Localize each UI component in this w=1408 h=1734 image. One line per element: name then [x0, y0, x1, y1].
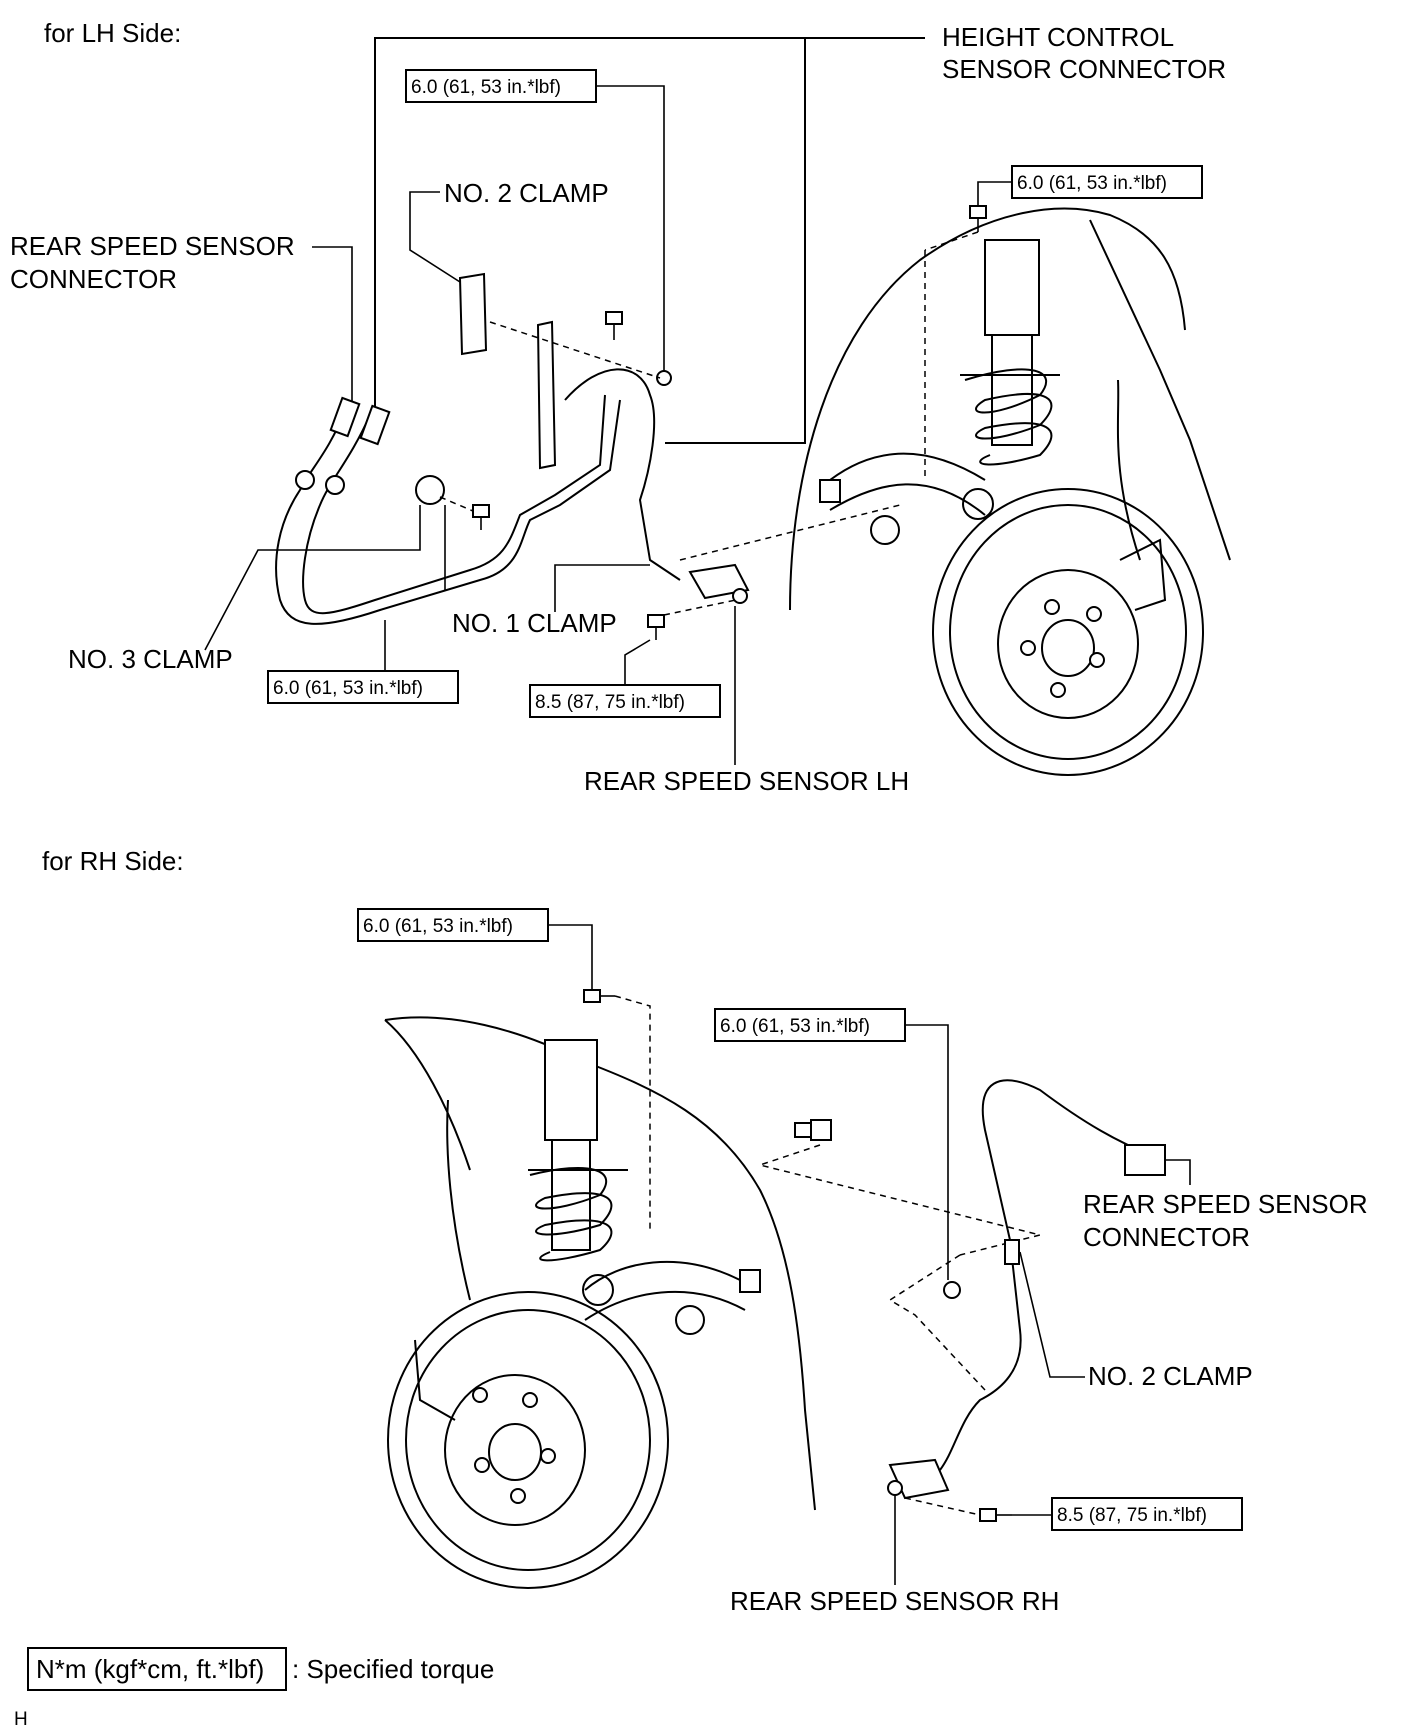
lh-bolt-strut	[969, 205, 987, 232]
lh-rear-speed-connector-label-2: CONNECTOR	[10, 264, 177, 294]
rh-torque-strut-leader	[548, 924, 593, 990]
lh-rear-speed-connector-label-1: REAR SPEED SENSOR	[10, 231, 295, 261]
lh-section-title: for LH Side:	[44, 18, 181, 48]
rh-torque-nut-leader	[905, 1024, 949, 1280]
rh-connector-leader	[1165, 1159, 1191, 1185]
lh-section: for LH Side: HEIGHT CONTROL SENSOR CONNE…	[10, 18, 1231, 796]
lh-height-control-label-1: HEIGHT CONTROL	[942, 22, 1174, 52]
lh-dash-4	[679, 504, 901, 561]
rh-nut	[943, 1281, 961, 1299]
lh-torque-strut: 6.0 (61, 53 in.*lbf)	[1017, 173, 1167, 194]
lh-torque-box-sensor	[529, 684, 721, 718]
footer-code: H	[14, 1709, 28, 1730]
rh-no2-clamp-label: NO. 2 CLAMP	[1088, 1361, 1253, 1391]
lh-no3-clamp-plate	[415, 475, 445, 505]
lh-torque-top: 6.0 (61, 53 in.*lbf)	[411, 77, 561, 98]
rh-speed-sensor-bolt-hole	[887, 1480, 903, 1496]
rh-torque-box-nut	[714, 1008, 906, 1042]
rh-bolt-bracket	[794, 1119, 832, 1141]
lh-sensor-label: REAR SPEED SENSOR LH	[584, 766, 909, 796]
rh-no2-clamp-leader	[1019, 1251, 1085, 1378]
lh-torque-strut-leader	[977, 181, 1012, 206]
rh-torque-sensor: 8.5 (87, 75 in.*lbf)	[1057, 1505, 1207, 1526]
lh-no2-clamp-part	[458, 272, 488, 356]
lh-torque-sensor: 8.5 (87, 75 in.*lbf)	[535, 692, 685, 713]
rh-bolt-strut	[583, 989, 615, 1003]
lh-height-control-label-2: SENSOR CONNECTOR	[942, 54, 1226, 84]
lh-no3-clamp-leader	[204, 505, 421, 651]
lh-rear-speed-connector-leader	[312, 246, 353, 405]
lh-harness-outer	[275, 399, 621, 625]
lh-no1-clamp-label: NO. 1 CLAMP	[452, 608, 617, 638]
lh-no3-clamp-label: NO. 3 CLAMP	[68, 644, 233, 674]
rh-no2-clamp-part	[1004, 1239, 1020, 1265]
rh-torque-nut: 6.0 (61, 53 in.*lbf)	[720, 1016, 870, 1037]
rh-bolt-sensor	[979, 1508, 1012, 1522]
lh-bolt-clamp3	[472, 504, 490, 530]
lh-connector-plug-1	[329, 396, 361, 438]
lh-bolt-no2-clamp	[605, 311, 623, 340]
lh-dash-5	[439, 496, 474, 512]
lh-torque-box-clamp3	[267, 670, 459, 704]
lh-suspension-drawing	[789, 207, 1231, 776]
lh-no1-clamp-leader	[554, 564, 650, 612]
legend: N*m (kgf*cm, ft.*lbf) : Specified torque…	[14, 1647, 494, 1730]
rh-sensor-harness	[939, 1079, 1166, 1471]
lh-no2-clamp-label: NO. 2 CLAMP	[444, 178, 609, 208]
lh-speed-sensor-part	[688, 563, 750, 600]
lh-no2-clamp-leader	[409, 191, 461, 283]
rh-dash-3	[888, 1254, 986, 1391]
lh-dash-1	[489, 321, 661, 379]
legend-unit-box	[27, 1647, 287, 1691]
rh-sensor-label: REAR SPEED SENSOR RH	[730, 1586, 1059, 1616]
rh-section-title: for RH Side:	[42, 846, 184, 876]
lh-nut-top	[656, 370, 672, 386]
lh-grommet-1	[295, 470, 315, 490]
legend-unit-box-text: N*m (kgf*cm, ft.*lbf)	[36, 1654, 264, 1684]
rh-section: for RH Side: 6.0 (61, 53 in.*lbf) 6.0 (6…	[42, 846, 1368, 1616]
lh-torque-top-leader	[596, 85, 665, 373]
lh-connector-plug-2	[359, 404, 391, 446]
rh-dash-2	[757, 1144, 1041, 1256]
lh-bolt-sensor	[647, 614, 665, 640]
lh-grommet-2	[325, 475, 345, 495]
lh-torque-clamp3: 6.0 (61, 53 in.*lbf)	[273, 678, 423, 699]
rh-dash-1	[614, 995, 651, 1230]
rh-connector-label-2: CONNECTOR	[1083, 1222, 1250, 1252]
rh-torque-strut: 6.0 (61, 53 in.*lbf)	[363, 916, 513, 937]
rh-torque-box-sensor	[1051, 1497, 1243, 1531]
rh-torque-box-strut	[357, 908, 549, 942]
lh-bracket	[536, 320, 557, 470]
lh-height-control-leader-b	[665, 38, 806, 444]
lh-dash-6	[663, 599, 737, 616]
lh-torque-sensor-leader	[624, 639, 651, 685]
lh-sensor-harness	[564, 368, 681, 581]
lh-speed-sensor-bolt-hole	[732, 588, 748, 604]
rh-connector-plug	[1124, 1144, 1166, 1176]
rh-suspension-drawing	[384, 1016, 816, 1589]
lh-height-control-leader-a	[374, 37, 925, 408]
rh-dash-4	[904, 1497, 981, 1516]
rh-connector-label-1: REAR SPEED SENSOR	[1083, 1189, 1368, 1219]
legend-unit-description: : Specified torque	[292, 1654, 494, 1684]
